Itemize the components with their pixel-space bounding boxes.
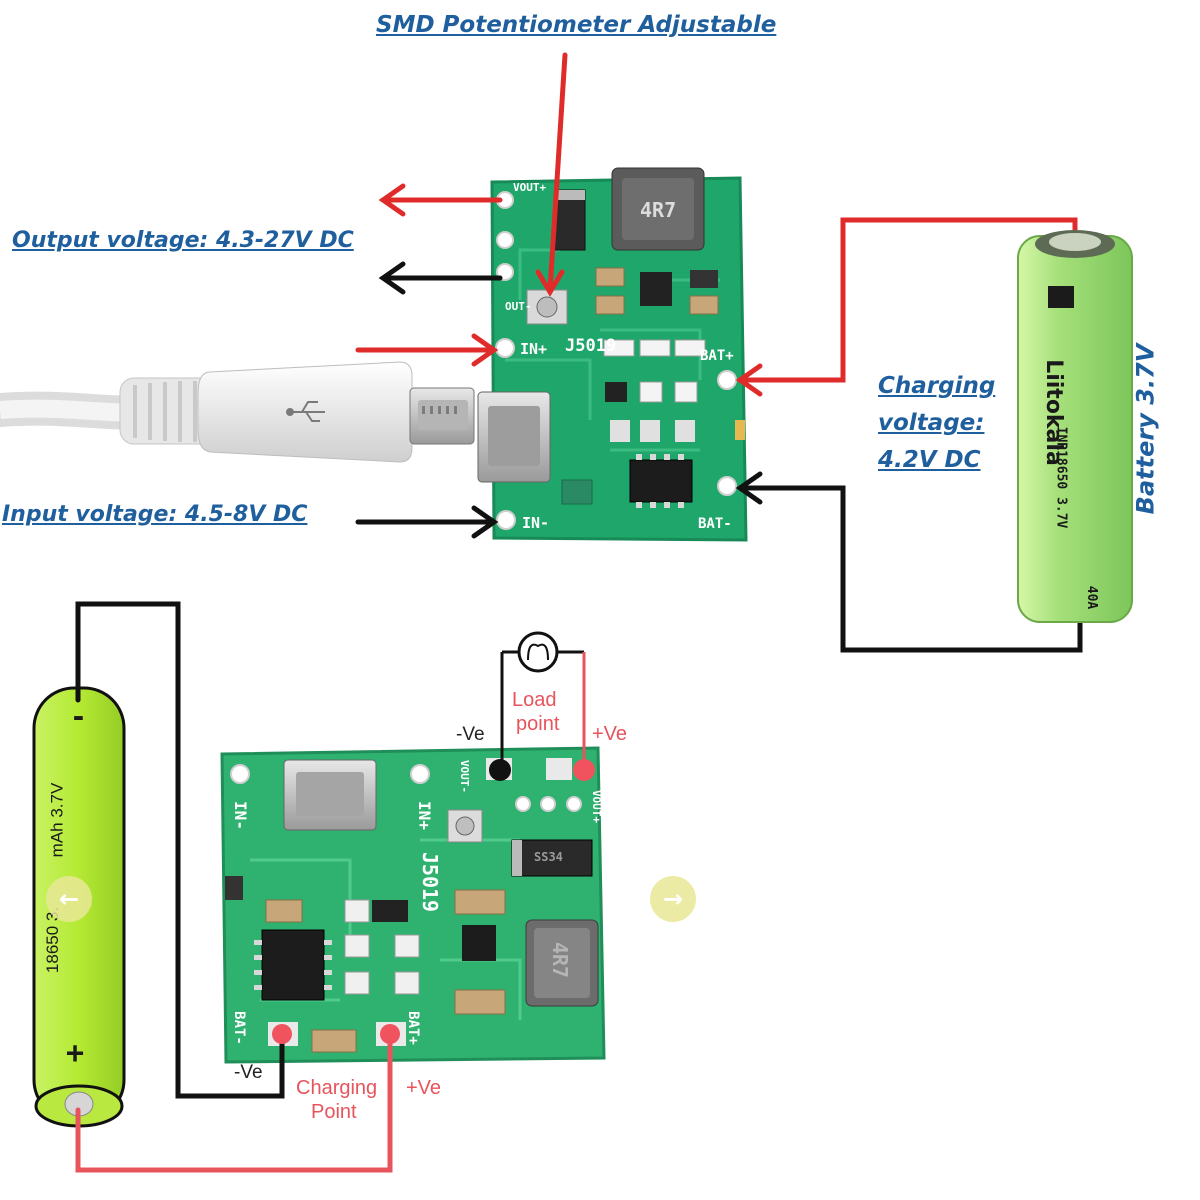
top-pin-vout-minus: OUT- [505,300,532,313]
bottom-pin-vout-minus: VOUT- [458,760,471,793]
top-battery [1018,230,1132,622]
top-inductor-label: 4R7 [640,198,676,222]
load-positive-dot [573,759,595,781]
load-positive-label: +Ve [592,722,627,746]
top-pin-in-minus: IN- [522,514,549,532]
top-battery-model: INR18650 3.7V [1053,427,1068,529]
bottom-battery-plus: + [66,1036,84,1071]
charging-voltage-label-line3: 4.2V DC [878,447,981,473]
next-arrow-icon[interactable]: → [650,876,696,922]
input-voltage-label: Input voltage: 4.5-8V DC [2,502,307,527]
top-pin-bat-plus: BAT+ [700,348,734,364]
bottom-battery-capacity: mAh 3.7V [47,783,67,858]
load-point-label-line2: point [516,712,559,736]
bottom-chip-label: J5019 [418,852,442,912]
charging-voltage-label-line2: voltage: [878,410,984,436]
bottom-pin-vout-plus: VOUT+ [590,790,603,823]
bottom-battery-minus: - [70,700,87,733]
top-battery-capacity: 40A [1084,586,1099,609]
bottom-diode-label: SS34 [534,850,563,864]
top-pin-bat-minus: BAT- [698,516,732,532]
bottom-pin-in-minus: IN- [231,801,250,830]
potentiometer-label: SMD Potentiometer Adjustable [376,12,776,38]
charging-voltage-label-line1: Charging [878,373,995,399]
top-chip-label: J5019 [565,336,616,356]
charge-positive-dot [380,1024,400,1044]
bottom-pin-bat-plus: BAT+ [405,1011,421,1045]
bottom-inductor-label: 4R7 [548,942,572,978]
load-negative-label: -Ve [456,724,485,746]
bottom-pin-in-plus: IN+ [415,801,434,830]
charging-point-label-line2: Point [311,1100,357,1124]
bottom-pin-bat-minus: BAT- [231,1011,247,1045]
usb-cable [0,362,474,462]
top-pin-in-plus: IN+ [520,340,547,358]
charge-positive-label: +Ve [406,1076,441,1100]
charge-negative-label: -Ve [234,1062,263,1084]
prev-arrow-icon[interactable]: ← [46,876,92,922]
charge-negative-dot [272,1024,292,1044]
output-voltage-label: Output voltage: 4.3-27V DC [12,228,354,253]
top-pin-vout-plus: VOUT+ [513,181,546,194]
battery-label: Battery 3.7V [1131,344,1159,515]
load-negative-dot [489,759,511,781]
load-point-label-line1: Load [512,688,557,712]
charging-point-label-line1: Charging [296,1076,377,1100]
